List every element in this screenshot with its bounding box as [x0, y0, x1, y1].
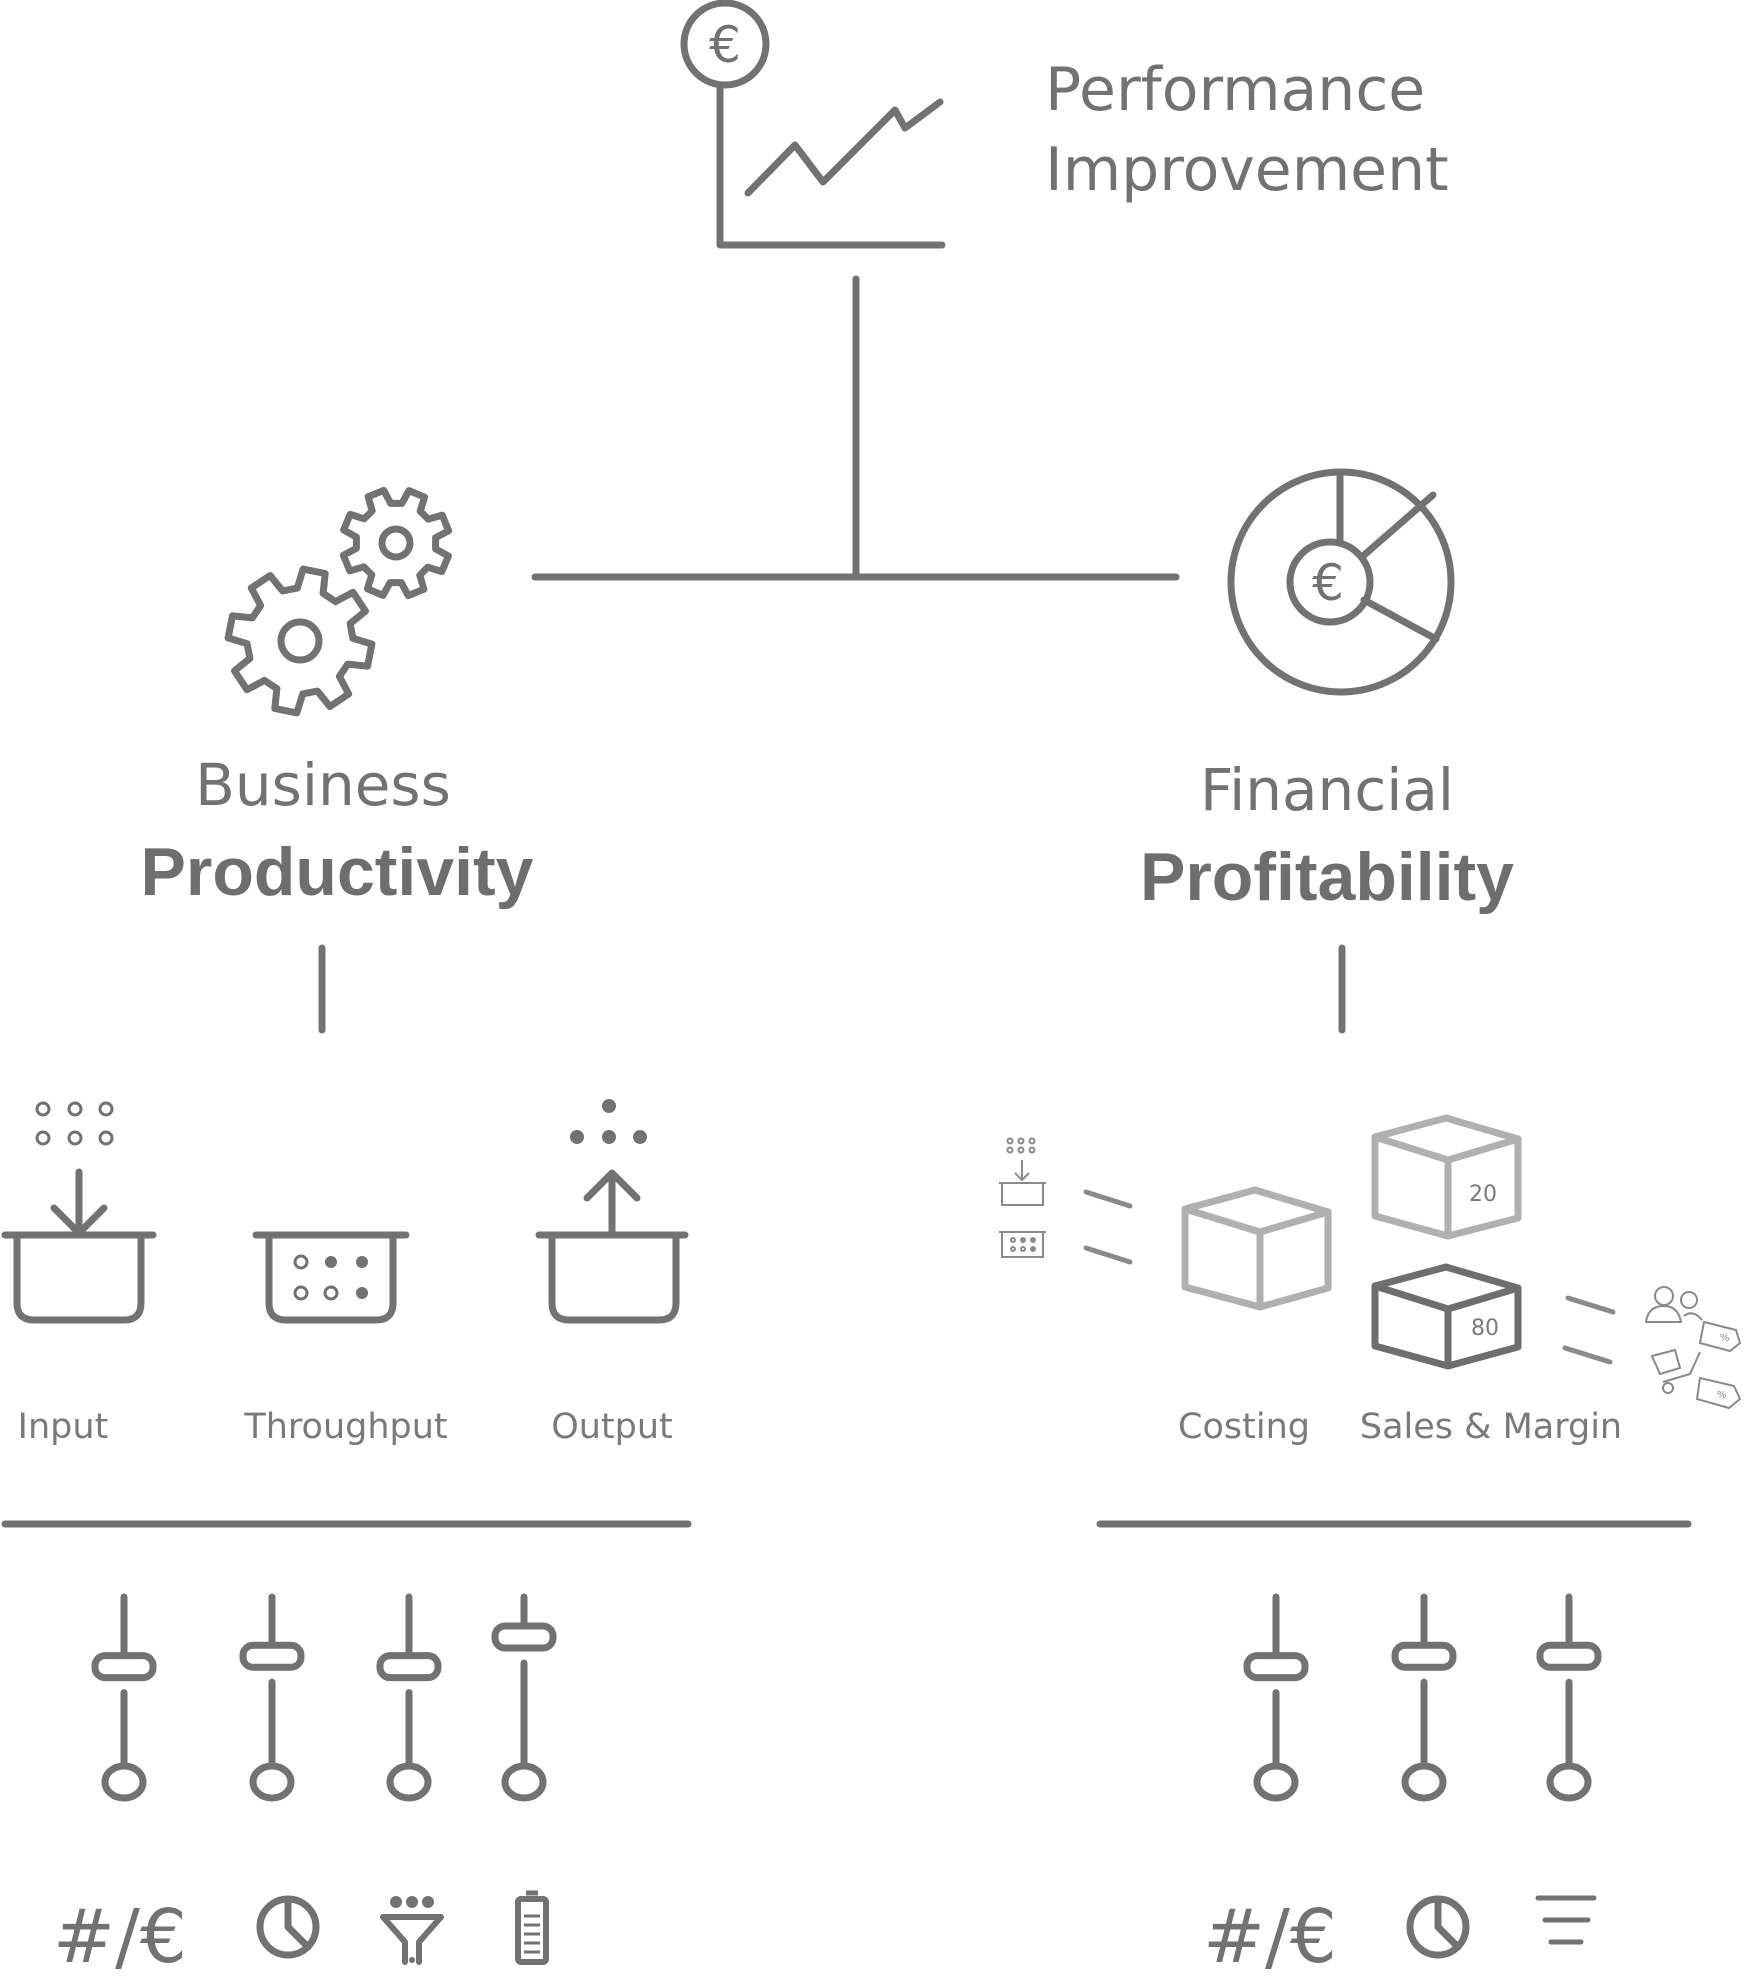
- funnel-icon: [380, 1896, 444, 1965]
- slider-knob: [1536, 1641, 1602, 1671]
- euro-symbol: €: [709, 16, 741, 74]
- profitability-line2: Profitability: [1140, 839, 1514, 915]
- slider-knob: [491, 1622, 557, 1652]
- sales-box-top-icon: 20: [1371, 1114, 1522, 1240]
- profit-euro-symbol: €: [1312, 554, 1344, 612]
- output-icon: [535, 1099, 689, 1324]
- productivity-line1: Business: [195, 751, 451, 819]
- profitability-line1: Financial: [1200, 756, 1454, 824]
- box-top-value: 20: [1469, 1182, 1497, 1207]
- svg-text:%: %: [1720, 1333, 1730, 1344]
- profit-pie-icon: €: [1227, 468, 1455, 696]
- performance-chart-icon: €: [680, 0, 946, 249]
- slider-knob: [239, 1641, 305, 1671]
- title-line2: Improvement: [1045, 135, 1449, 205]
- svg-text:%: %: [1717, 1390, 1727, 1401]
- slider-4: [491, 1593, 557, 1802]
- slider-knob: [1391, 1641, 1457, 1671]
- productivity-sliders: [91, 1593, 557, 1802]
- throughput-label: Throughput: [243, 1407, 447, 1447]
- slider-knob: [376, 1652, 442, 1682]
- slider-1: [91, 1593, 157, 1802]
- input-label: Input: [18, 1407, 109, 1447]
- slider-2: [1391, 1593, 1457, 1802]
- slider-3: [1536, 1593, 1602, 1802]
- slider-3: [376, 1593, 442, 1802]
- slider-1: [1243, 1593, 1309, 1802]
- sales-margin-label: Sales & Margin: [1360, 1407, 1622, 1447]
- profitability-sliders: [1243, 1593, 1602, 1802]
- slider-knob: [1243, 1652, 1309, 1682]
- box-bottom-value: 80: [1471, 1316, 1499, 1341]
- mini-input-icon: [999, 1137, 1046, 1206]
- gears-icon: [224, 486, 453, 717]
- pie-icon: [256, 1895, 320, 1959]
- supplier-tag-icon: %: [1650, 1348, 1742, 1410]
- list-icon: [1535, 1895, 1597, 1945]
- throughput-icon: [252, 1231, 410, 1324]
- slider-2: [239, 1593, 305, 1802]
- count-currency-metric-right: #/€: [1203, 1894, 1337, 1980]
- mini-throughput-icon: [999, 1231, 1046, 1258]
- productivity-line2: Productivity: [141, 834, 534, 910]
- battery-icon: [515, 1890, 549, 1965]
- sales-box-bottom-icon: 80: [1371, 1263, 1522, 1370]
- costing-label: Costing: [1178, 1407, 1310, 1447]
- count-currency-metric: #/€: [53, 1894, 187, 1980]
- slider-knob: [91, 1652, 157, 1682]
- pie-icon-right: [1406, 1895, 1470, 1959]
- connector-tree: [531, 275, 1180, 581]
- dash-lines: [1083, 1189, 1616, 1365]
- title-line1: Performance: [1045, 55, 1425, 125]
- costing-box-icon: [1181, 1186, 1332, 1311]
- input-icon: [1, 1101, 157, 1324]
- customer-tag-icon: %: [1644, 1286, 1742, 1353]
- output-label: Output: [551, 1407, 673, 1447]
